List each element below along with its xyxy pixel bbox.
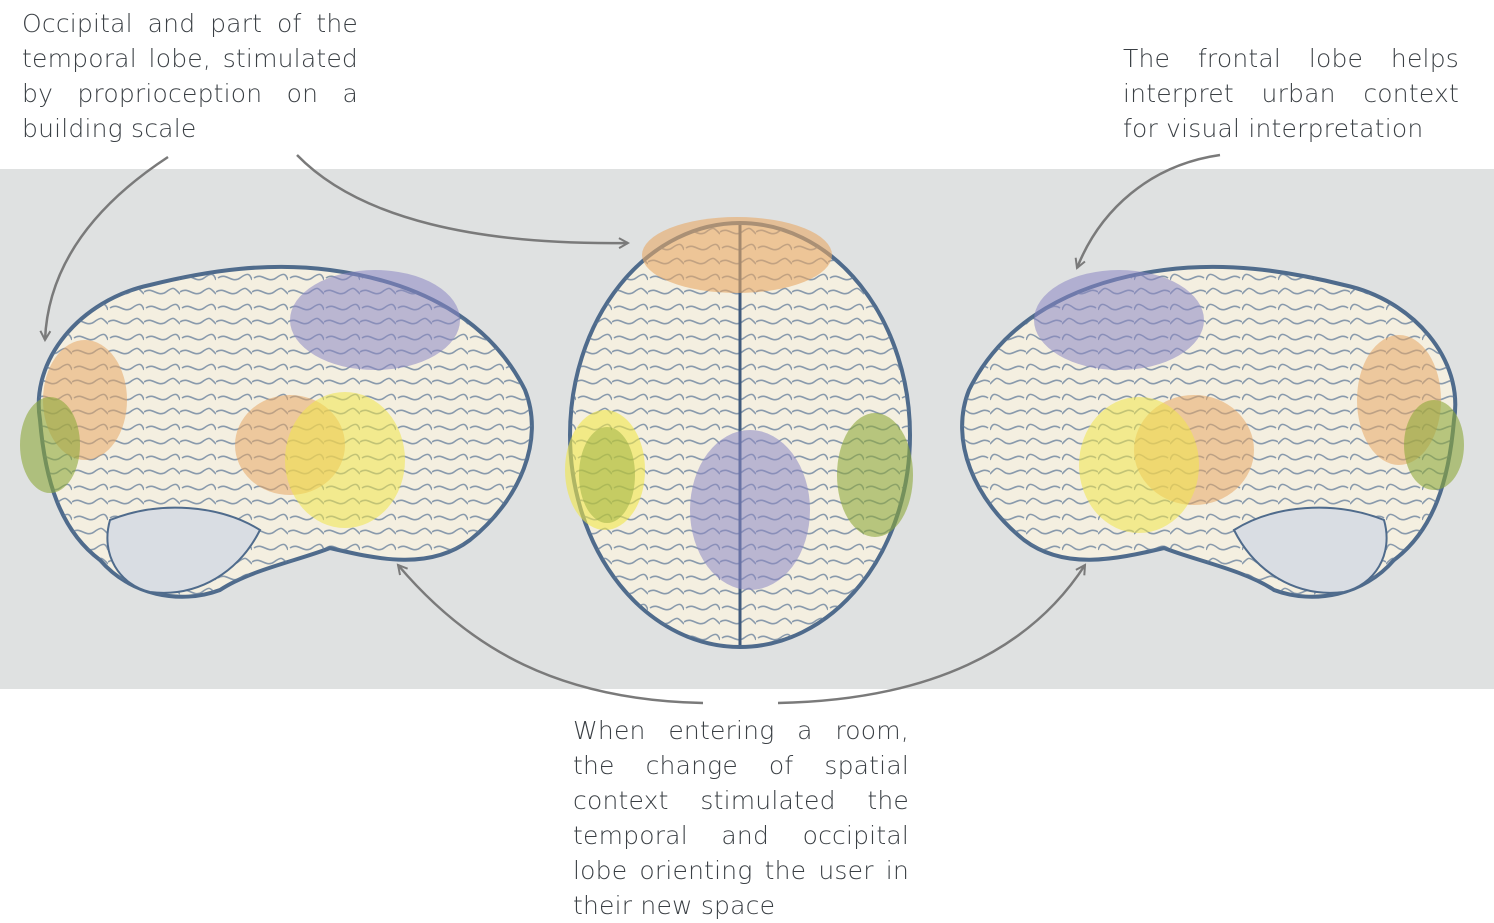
center-orange-region xyxy=(642,217,832,293)
right-lateral-brain xyxy=(962,267,1464,597)
caption-bottom: When entering a room, the change of spat… xyxy=(573,713,909,923)
left-green-region xyxy=(20,397,80,493)
left-lateral-brain xyxy=(20,267,532,597)
left-yellow-region xyxy=(285,392,405,528)
center-purple-region xyxy=(690,430,810,590)
right-green-region xyxy=(1404,400,1464,490)
right-purple-region xyxy=(1034,270,1204,370)
center-top-view-brain xyxy=(565,217,913,647)
caption-top-left: Occipital and part of the temporal lobe,… xyxy=(22,6,358,146)
right-yellow-region xyxy=(1079,397,1199,533)
caption-top-right: The frontal lobe helps interpret urban c… xyxy=(1123,41,1459,146)
arrow-to-center-frontal xyxy=(297,155,628,243)
center-green-region xyxy=(837,413,913,537)
left-purple-region xyxy=(290,270,460,370)
arrow-to-right-frontal xyxy=(1077,155,1220,268)
